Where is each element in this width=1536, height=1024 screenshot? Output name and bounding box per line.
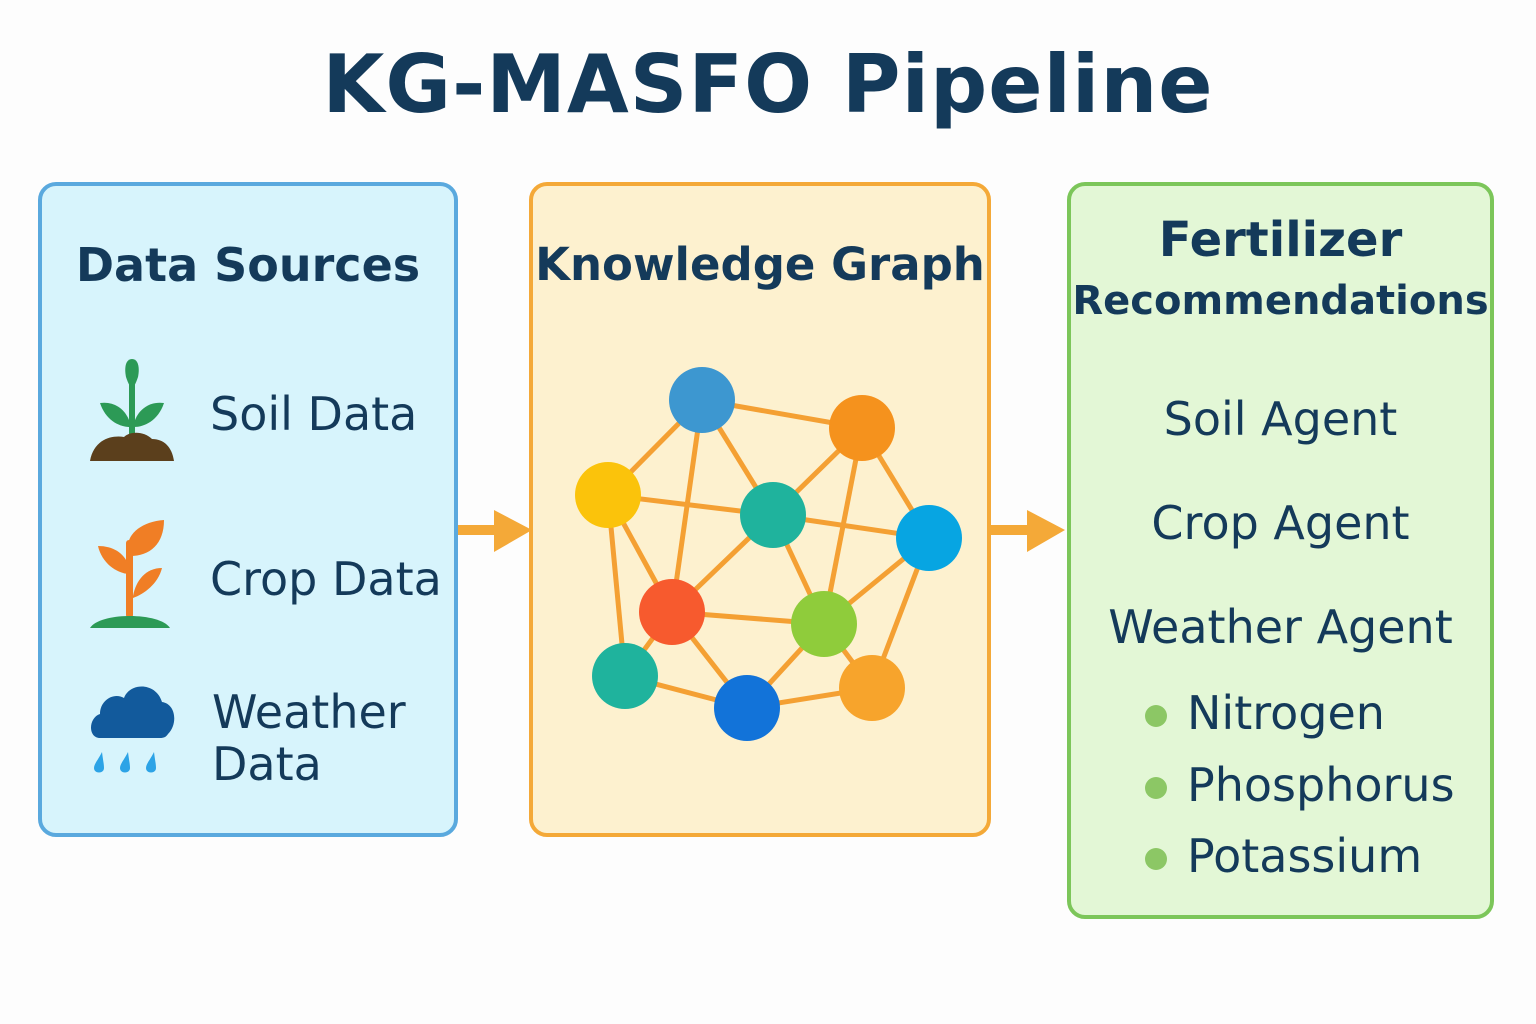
graph-node bbox=[714, 675, 780, 741]
graph-node bbox=[829, 395, 895, 461]
soil-agent-label: Soil Agent bbox=[1163, 392, 1398, 446]
crop-plant-icon bbox=[86, 516, 178, 630]
rain-cloud-icon bbox=[86, 676, 178, 780]
recommendations-title-line2: Recommendations bbox=[1072, 278, 1489, 324]
knowledge-graph-panel: Knowledge Graph bbox=[529, 182, 991, 837]
source-item-weather: Weather Data bbox=[42, 676, 454, 806]
graph-node bbox=[669, 367, 735, 433]
graph-node bbox=[639, 579, 705, 645]
knowledge-graph-network bbox=[575, 367, 962, 741]
graph-node bbox=[592, 643, 658, 709]
phosphorus-label: Phosphorus bbox=[1187, 758, 1455, 812]
recommendations-title-line1: Fertilizer bbox=[1158, 212, 1403, 268]
bullet-dot-icon bbox=[1145, 705, 1167, 727]
flow-arrow-icon bbox=[991, 508, 1067, 554]
potassium-label: Potassium bbox=[1187, 829, 1423, 883]
bullet-dot-icon bbox=[1145, 777, 1167, 799]
data-sources-panel: Data Sources Soil Data Crop Data bbox=[38, 182, 458, 837]
graph-node bbox=[575, 462, 641, 528]
weather-agent-label: Weather Agent bbox=[1108, 600, 1453, 654]
graph-node bbox=[896, 505, 962, 571]
source-item-crop: Crop Data bbox=[42, 516, 454, 646]
graph-node bbox=[791, 591, 857, 657]
diagram-title: KG-MASFO Pipeline bbox=[322, 38, 1214, 131]
crop-agent-label: Crop Agent bbox=[1151, 496, 1410, 550]
soil-data-label: Soil Data bbox=[210, 387, 418, 441]
crop-data-label: Crop Data bbox=[210, 552, 442, 606]
bullet-dot-icon bbox=[1145, 848, 1167, 870]
source-item-soil: Soil Data bbox=[42, 351, 454, 481]
sprout-soil-icon bbox=[86, 351, 178, 463]
weather-data-label: Weather Data bbox=[212, 685, 406, 791]
recommendations-panel: Fertilizer Recommendations Soil Agent Cr… bbox=[1067, 182, 1494, 919]
knowledge-graph-title: Knowledge Graph bbox=[535, 238, 985, 291]
graph-node bbox=[839, 655, 905, 721]
nitrogen-label: Nitrogen bbox=[1187, 686, 1385, 740]
data-sources-title: Data Sources bbox=[75, 238, 421, 292]
flow-arrow-icon bbox=[458, 508, 534, 554]
graph-node bbox=[740, 482, 806, 548]
